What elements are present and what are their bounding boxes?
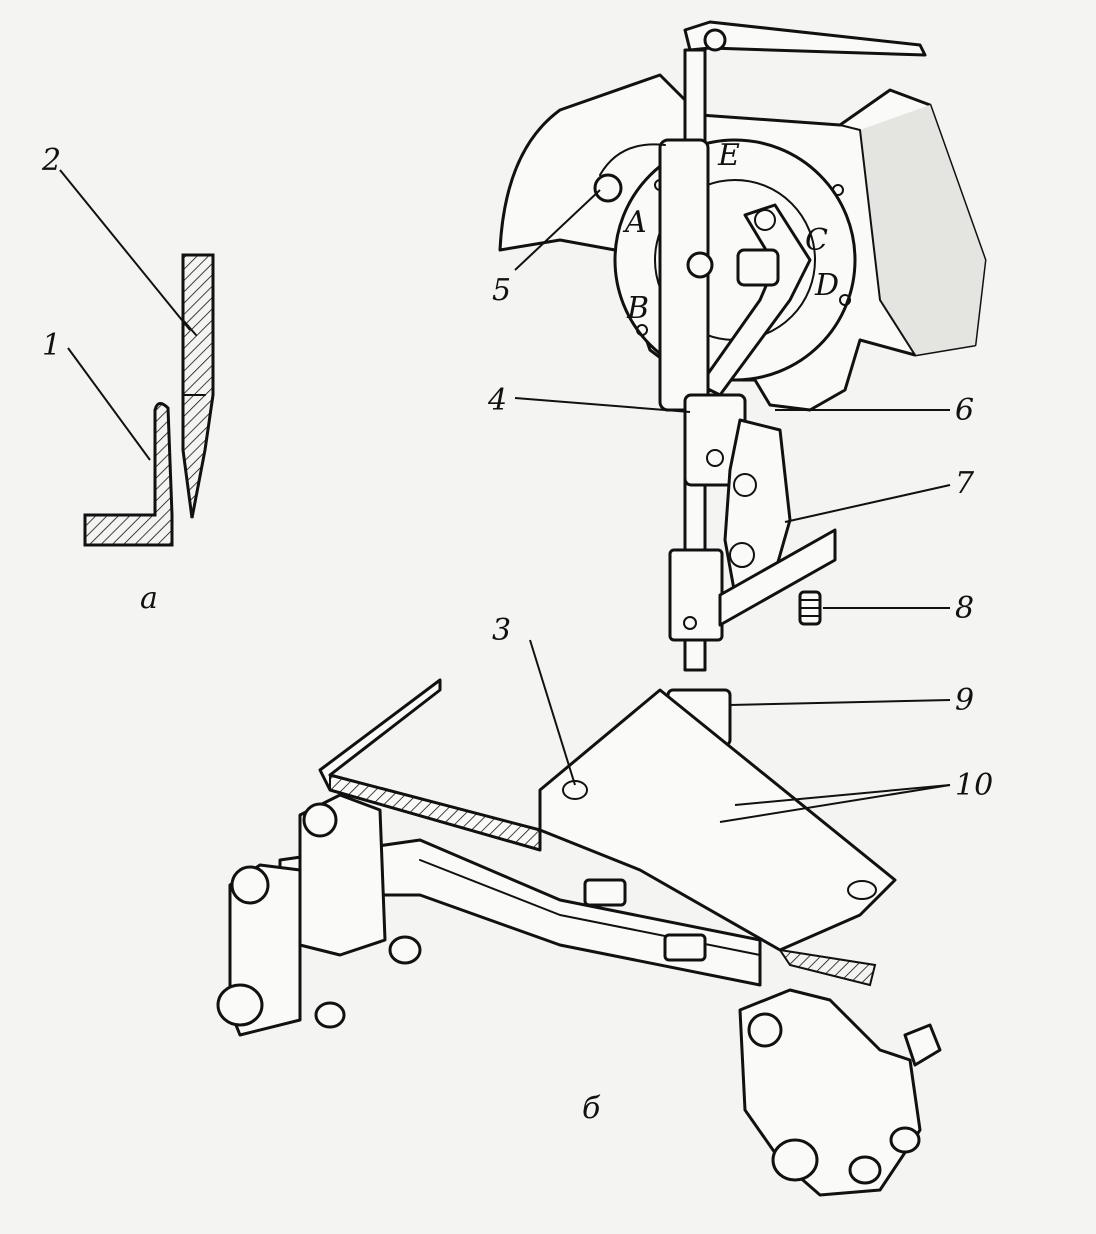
label-5: 5: [492, 273, 511, 308]
letter-B: B: [626, 291, 649, 326]
left-linkage: [216, 793, 422, 1037]
label-2: 2: [41, 143, 61, 178]
letter-A: A: [622, 205, 647, 240]
spring-8: [798, 590, 822, 626]
letter-D: D: [814, 268, 839, 303]
caption-b: б: [582, 1091, 601, 1126]
part-1-profile: [83, 402, 174, 547]
panel-a: 2 1 а: [41, 143, 215, 616]
label-10: 10: [955, 768, 993, 803]
panel-b: 3 4 5 6 7 8 9 10 A B C D E б: [216, 20, 993, 1197]
label-1: 1: [42, 328, 61, 363]
label-4: 4: [487, 383, 507, 418]
label-8: 8: [955, 591, 974, 626]
label-7: 7: [955, 466, 975, 501]
throat-plate: [538, 688, 897, 952]
label-6: 6: [955, 393, 974, 428]
letter-C: C: [805, 223, 828, 258]
part-2-profile: [181, 253, 215, 519]
letter-E: E: [717, 138, 740, 173]
caption-a: а: [140, 581, 158, 616]
label-3: 3: [492, 613, 511, 648]
right-linkage: [738, 988, 942, 1197]
label-9: 9: [955, 683, 974, 718]
